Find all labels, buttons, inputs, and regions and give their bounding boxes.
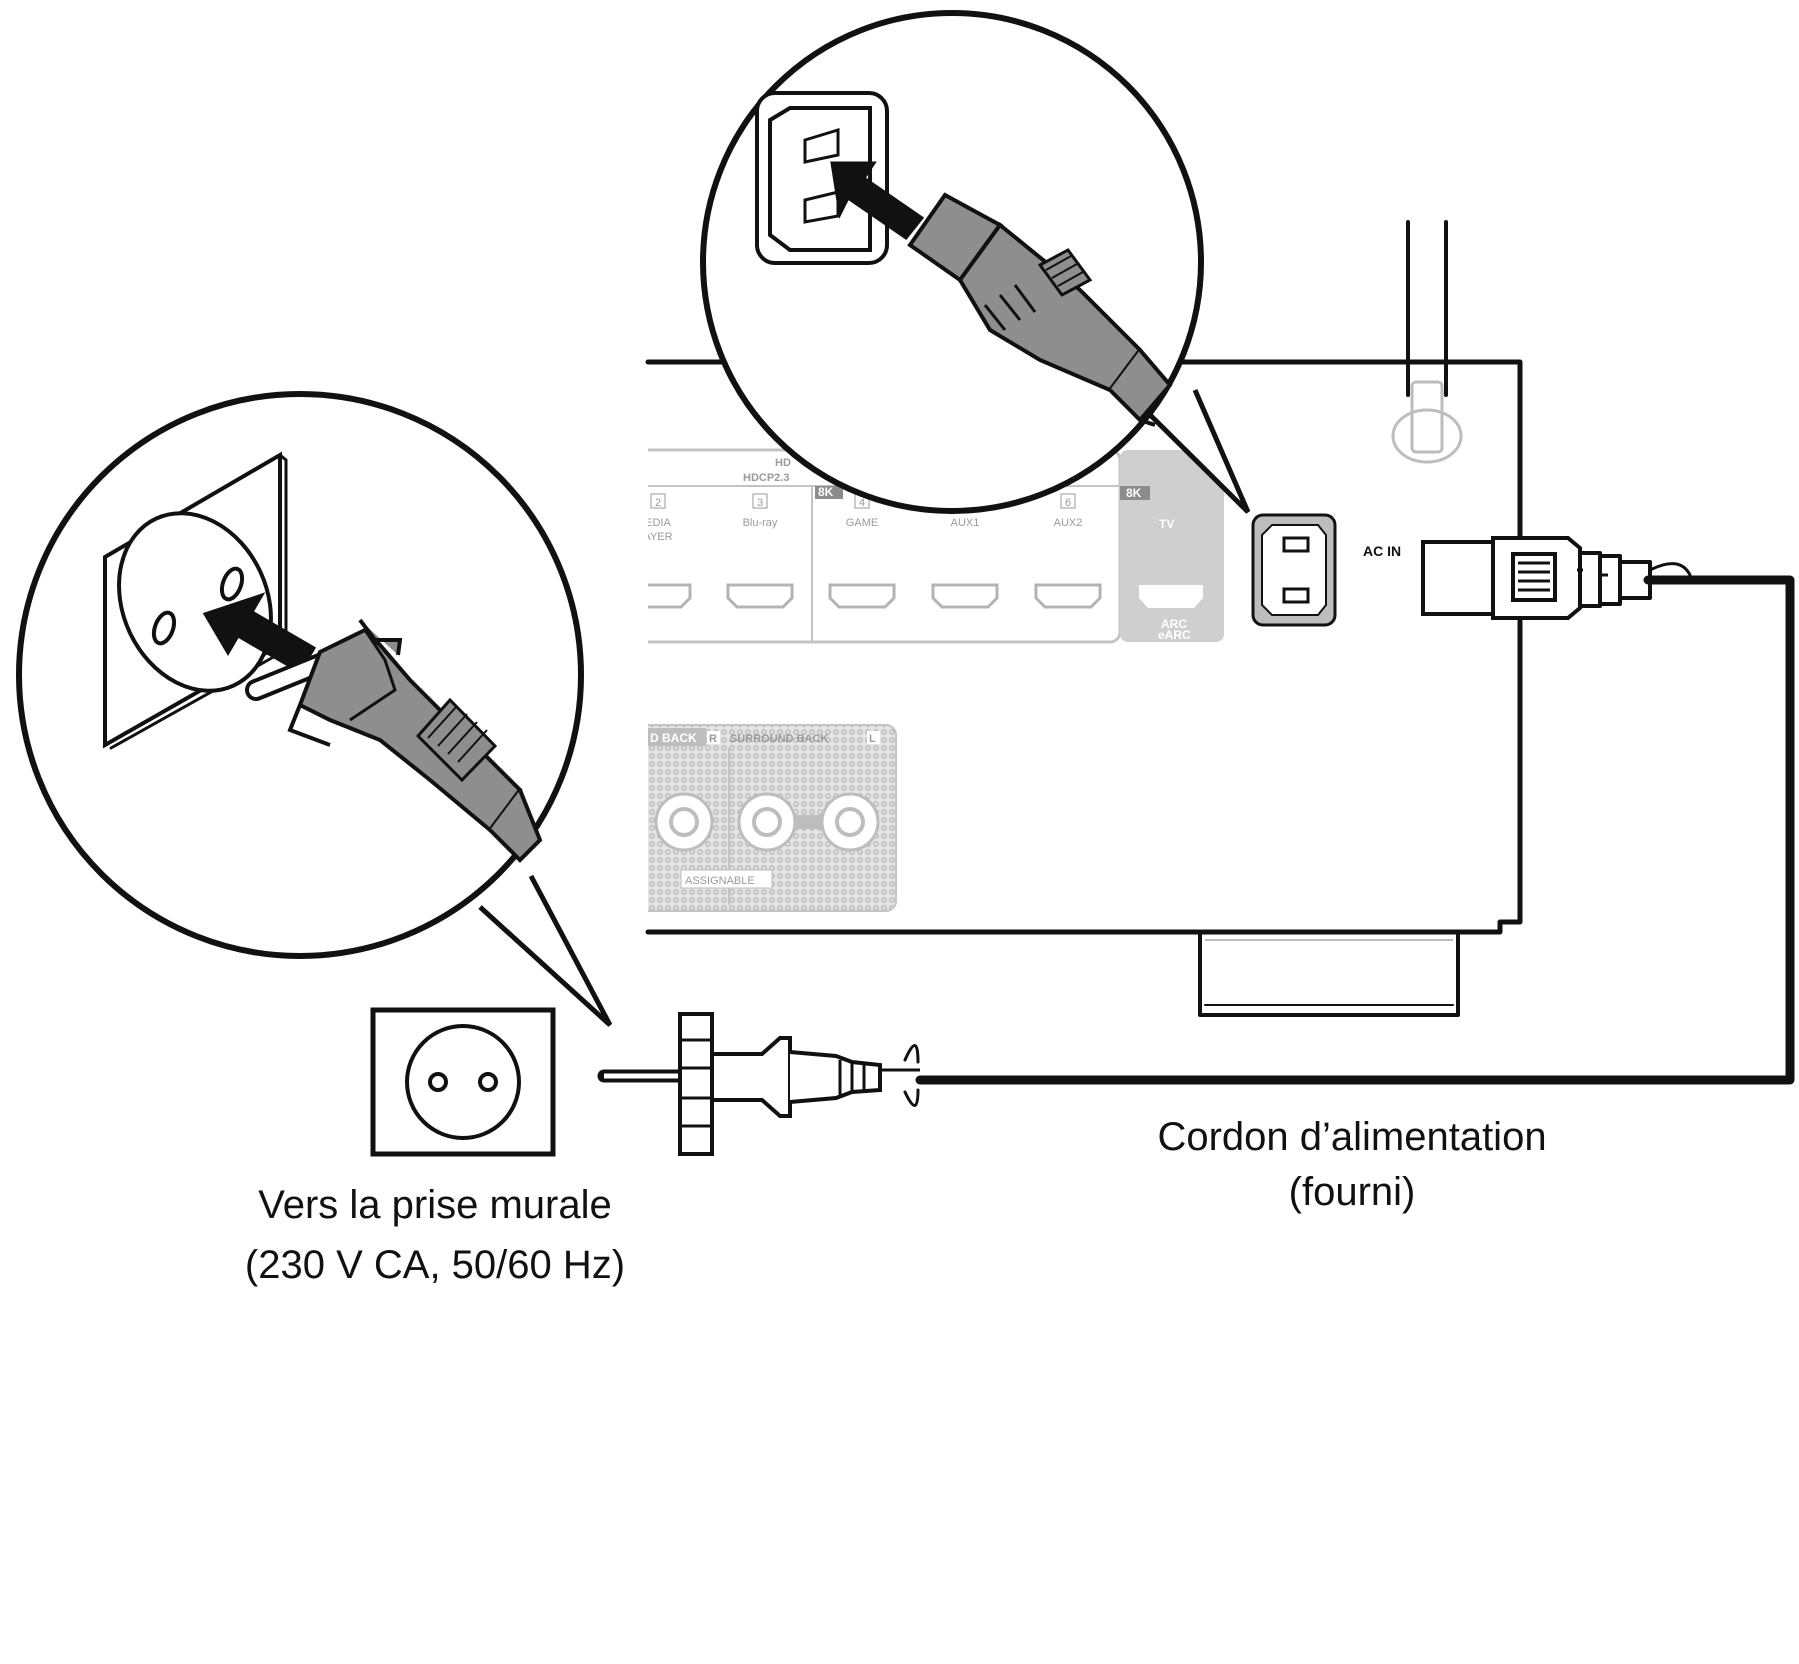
outlet-caption-line2: (230 V CA, 50/60 Hz): [245, 1243, 625, 1287]
hdmi-tv-port: [1139, 585, 1203, 608]
hdmi-input-number: 2: [655, 497, 661, 509]
chassis-foot: [1198, 930, 1460, 1017]
insert-arrow-icon-2: [830, 161, 925, 241]
cord-caption-line2: (fourni): [1289, 1170, 1416, 1214]
iec-connector-icon: [907, 192, 1173, 427]
hdmi-number-box: [650, 493, 666, 509]
hdmi-tv-output-block: [1120, 450, 1224, 642]
ac-inlet-zoom-bubble: [700, 10, 1251, 514]
schuko-plug-icon: [245, 618, 543, 863]
assignable-label: ASSIGNABLE: [685, 875, 755, 887]
hdmi-header: HD: [775, 457, 791, 469]
hdmi-number-box: [1060, 493, 1076, 509]
hdmi-input-label: GAME: [846, 517, 878, 529]
badge-8k-hdmi: 8K: [818, 485, 834, 499]
speaker-back-r-label: D BACK: [650, 731, 697, 745]
hdmi-port: [1034, 583, 1102, 609]
hdmi-port: [828, 583, 896, 609]
hdmi-input-label: Blu-ray: [743, 517, 778, 529]
speaker-back-l-label: SURROUND BACK: [730, 733, 828, 745]
wall-outlet-icon: [370, 1007, 556, 1157]
hdmi-input-label-line2: AYER: [643, 531, 672, 543]
wall-outlet-zoom-bubble: [16, 391, 613, 1027]
arc-label: ARC: [1161, 617, 1187, 631]
hdmi-input-label: AUX1: [951, 517, 980, 529]
hdmi-input-number: 3: [757, 497, 763, 509]
speaker-l-badge: L: [869, 733, 876, 745]
hdmi-input-label: AUX2: [1054, 517, 1083, 529]
power-cord: [597, 536, 1795, 1156]
ac-in-label: AC IN: [1363, 543, 1401, 559]
hdcp-label: HDCP2.3: [743, 472, 789, 484]
outlet-caption-line1: Vers la prise murale: [258, 1183, 611, 1227]
speaker-terminals: [654, 792, 880, 852]
hdmi-input-label: EDIA: [645, 517, 671, 529]
hdmi-port: [648, 583, 692, 609]
hdmi-input-number: 6: [1065, 497, 1071, 509]
iec-plug-icon: [1421, 536, 1692, 620]
hdmi-port: [726, 583, 794, 609]
ac-in-inlet: [1251, 513, 1337, 627]
hdmi-input-number: 4: [859, 497, 865, 509]
cord-caption-line1: Cordon d’alimentation: [1157, 1115, 1546, 1159]
wall-plug-icon: [597, 1012, 920, 1156]
chassis-outline: [645, 359, 1523, 935]
iec-inlet-icon: [755, 91, 889, 265]
speaker-r-badge: R: [709, 733, 717, 745]
badge-8k-tv: 8K: [1126, 486, 1142, 500]
antenna-icon: [1391, 220, 1463, 464]
hdmi-port: [931, 583, 999, 609]
receiver-rear-panel: HD HDCP2.3 8K 2EDIAAYER3Blu-ray4GAME5AUX…: [643, 220, 1523, 1017]
hdmi-number-box: [752, 493, 768, 509]
tv-label: TV: [1159, 517, 1174, 531]
earc-label: eARC: [1158, 628, 1191, 642]
